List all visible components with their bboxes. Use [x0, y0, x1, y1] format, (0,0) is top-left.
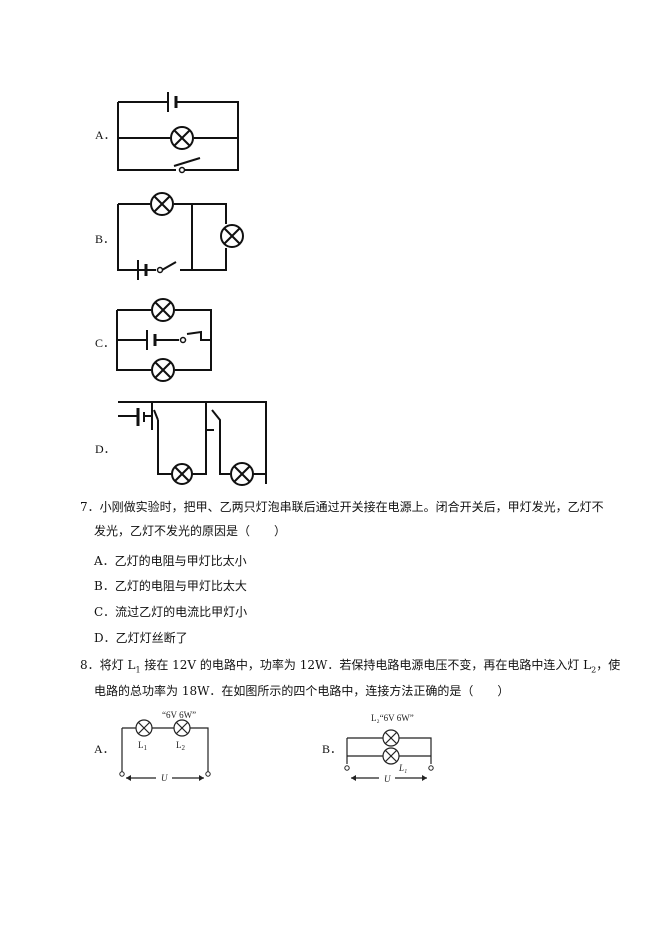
circuit-diagram-a	[114, 88, 244, 180]
question-8-text-a: 将灯 L	[99, 658, 136, 672]
question-7-number: 7．	[80, 500, 100, 514]
option-c-label: C．	[95, 336, 116, 350]
option-d-label: D．	[95, 442, 116, 456]
question-8-sub2: 2	[591, 665, 597, 675]
q8b-u: U	[384, 774, 391, 784]
question-7-choice-a[interactable]: A．乙灯的电阻与甲灯比太小	[94, 554, 247, 568]
svg-text:L1: L1	[138, 740, 148, 752]
q8a-l2-sub: 2	[182, 744, 186, 752]
q8b-l1: L₁	[398, 763, 407, 773]
q8b-rating: L₂“6V 6W”	[371, 713, 414, 723]
question-7-line1: 小刚做实验时，把甲、乙两只灯泡串联后通过开关接在电源上。闭合开关后，甲灯发光，乙…	[99, 500, 604, 514]
question-7-choice-c[interactable]: C．流过乙灯的电流比甲灯小	[94, 605, 248, 619]
q8-option-b-label: B．	[322, 742, 343, 756]
q8a-l1: L	[138, 740, 144, 750]
question-8-text-b: 接在 12V 的电路中，功率为 12W．若保持电路电源电压不变，再在电路中连入灯…	[140, 658, 592, 672]
q8a-rating: “6V 6W”	[162, 710, 196, 720]
question-7-line2: 发光，乙灯不发光的原因是（ ）	[94, 524, 287, 538]
q8a-l2: L	[176, 740, 182, 750]
svg-text:L2: L2	[176, 740, 186, 752]
question-7-choice-b[interactable]: B．乙灯的电阻与甲灯比太大	[94, 579, 247, 593]
question-8-text-c: ，使	[596, 658, 621, 672]
circuit-diagram-d	[114, 390, 276, 494]
question-8-stem: 8．将灯 L1 接在 12V 的电路中，功率为 12W．若保持电路电源电压不变，…	[80, 657, 620, 678]
question-8-sub1: 1	[135, 665, 141, 675]
option-b-label: B．	[95, 232, 116, 246]
circuit-diagram-b	[114, 186, 248, 280]
question-8-line2: 电路的总功率为 18W．在如图所示的四个电路中，连接方法正确的是（ ）	[94, 684, 510, 698]
q8-circuit-diagram-b: L₂“6V 6W” L₁ U	[341, 708, 437, 786]
question-7-stem: 7．小刚做实验时，把甲、乙两只灯泡串联后通过开关接在电源上。闭合开关后，甲灯发光…	[80, 499, 604, 515]
q8a-u: U	[161, 773, 168, 783]
question-7-choice-d[interactable]: D．乙灯灯丝断了	[94, 631, 188, 645]
q8a-l1-sub: 1	[144, 744, 148, 752]
question-8-number: 8．	[80, 658, 100, 672]
option-a-label: A．	[95, 128, 116, 142]
q8-option-a-label: A．	[94, 742, 115, 756]
q8-circuit-diagram-a: “6V 6W” L1 L2 U	[112, 708, 216, 784]
circuit-diagram-c	[113, 294, 217, 382]
